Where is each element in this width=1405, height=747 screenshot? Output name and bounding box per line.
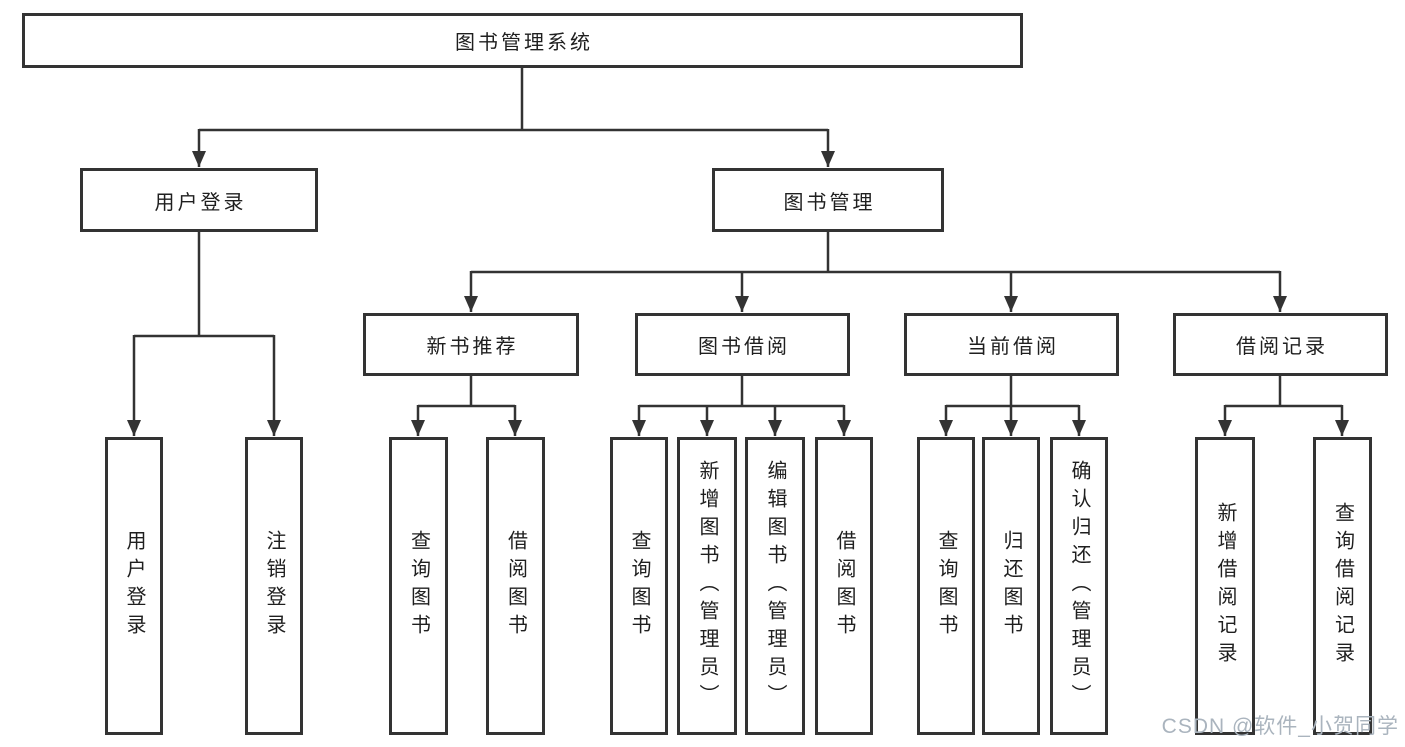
leaf-logout: 注销登录 <box>245 437 303 735</box>
leaf-confirm-return-admin: 确认归还（管理员） <box>1050 437 1108 735</box>
leaf-borrow-books: 借阅图书 <box>815 437 873 735</box>
leaf-query-books-recommend: 查询图书 <box>389 437 448 735</box>
leaf-label: 编辑图书（管理员） <box>764 460 786 712</box>
leaf-edit-books-admin: 编辑图书（管理员） <box>745 437 805 735</box>
leaf-user-login: 用户登录 <box>105 437 163 735</box>
leaf-label: 用户登录 <box>123 530 145 642</box>
leaf-query-books-borrow: 查询图书 <box>610 437 668 735</box>
node-new-book-recommend: 新书推荐 <box>363 313 579 376</box>
leaf-query-books-current: 查询图书 <box>917 437 975 735</box>
leaf-label: 归还图书 <box>1000 530 1022 642</box>
node-book-management: 图书管理 <box>712 168 944 232</box>
leaf-label: 新增图书（管理员） <box>696 460 718 712</box>
node-user-login: 用户登录 <box>80 168 318 232</box>
leaf-add-books-admin: 新增图书（管理员） <box>677 437 737 735</box>
node-borrow-records: 借阅记录 <box>1173 313 1388 376</box>
leaf-return-books: 归还图书 <box>982 437 1040 735</box>
node-current-borrow: 当前借阅 <box>904 313 1119 376</box>
leaf-label: 注销登录 <box>263 530 285 642</box>
leaf-label: 新增借阅记录 <box>1214 502 1236 670</box>
leaf-borrow-books-recommend: 借阅图书 <box>486 437 545 735</box>
leaf-label: 查询图书 <box>628 530 650 642</box>
node-book-borrow: 图书借阅 <box>635 313 850 376</box>
leaf-label: 查询图书 <box>407 530 430 642</box>
leaf-label: 借阅图书 <box>833 530 855 642</box>
leaf-label: 确认归还（管理员） <box>1068 460 1090 712</box>
leaf-query-borrow-record: 查询借阅记录 <box>1313 437 1372 735</box>
leaf-label: 查询图书 <box>935 530 957 642</box>
leaf-label: 借阅图书 <box>504 530 527 642</box>
node-root: 图书管理系统 <box>22 13 1023 68</box>
leaf-label: 查询借阅记录 <box>1331 502 1354 670</box>
watermark: CSDN @软件_小贺同学 <box>1161 715 1399 738</box>
leaf-add-borrow-record: 新增借阅记录 <box>1195 437 1255 735</box>
